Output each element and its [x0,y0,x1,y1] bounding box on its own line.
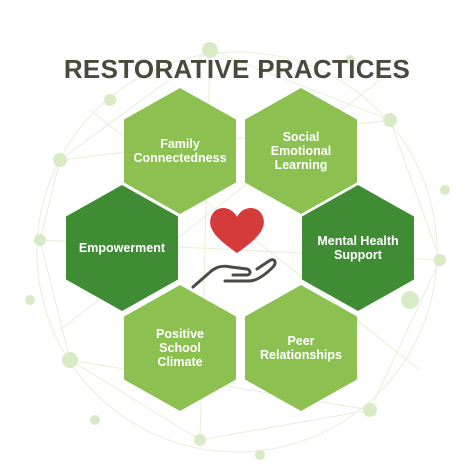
hexagon-label: Empowerment [78,241,166,255]
diagram-title: RESTORATIVE PRACTICES [63,54,411,84]
hexagon-label: Peer Relationships [260,334,342,362]
heart-in-hand-icon [191,208,277,289]
hexagon-family-connectedness: Family Connectedness [124,88,236,214]
hexagon-label: Positive School Climate [156,327,204,369]
hexagon-label: Mental Health Support [317,234,399,262]
hexagon-label: Social Emotional Learning [270,130,332,172]
hexagon-label: Family Connectedness [133,137,227,165]
open-hand-icon [191,258,277,289]
heart-icon [210,208,264,253]
hexagon-positive-school-climate: Positive School Climate [124,285,236,411]
